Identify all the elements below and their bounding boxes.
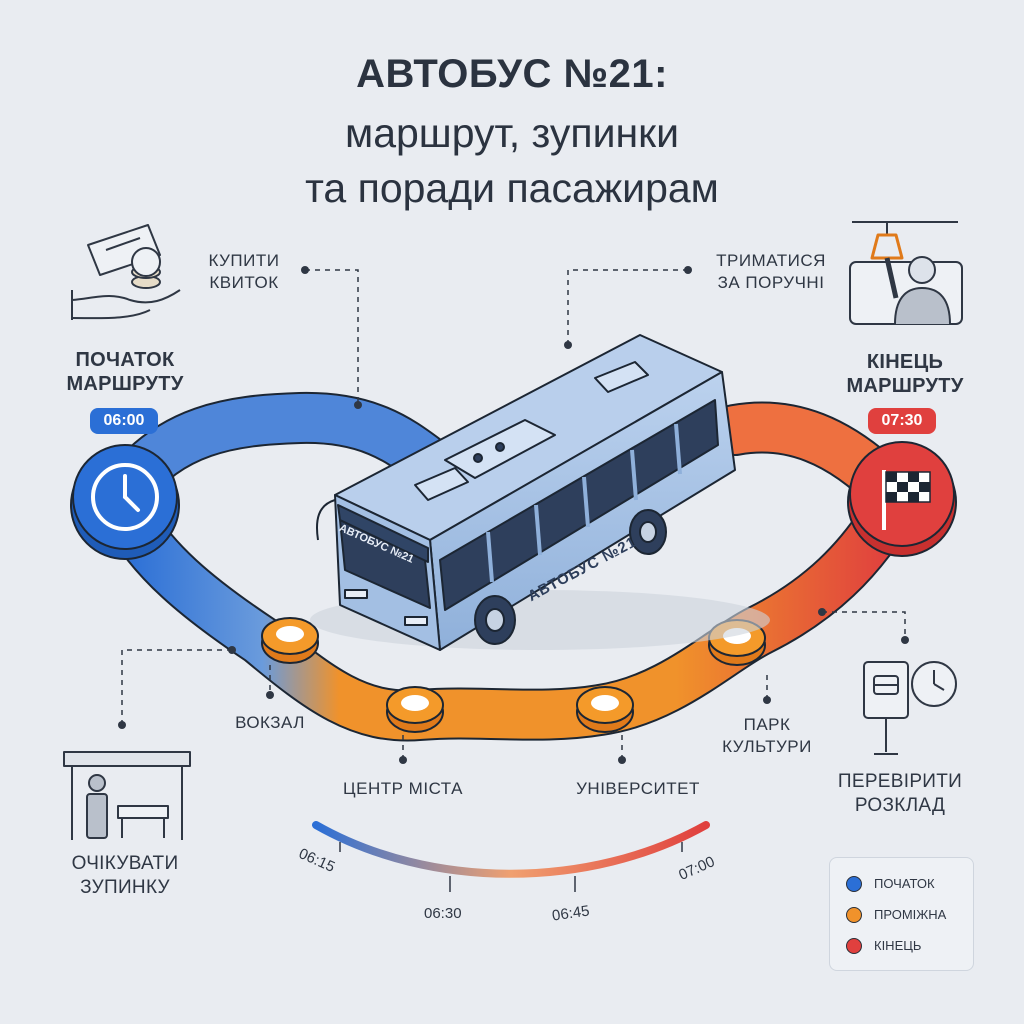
- stop-label-park: ПАРК КУЛЬТУРИ: [697, 714, 837, 758]
- legend-dot-middle: [846, 907, 862, 923]
- leader-dots: [118, 266, 909, 764]
- start-node[interactable]: [70, 444, 180, 560]
- clock-icon: [91, 463, 159, 531]
- ticket-payment-icon: [71, 224, 181, 320]
- legend-label-start: ПОЧАТОК: [874, 876, 935, 891]
- stop-label-park-line1: ПАРК: [743, 715, 791, 734]
- legend: ПОЧАТОК ПРОМІЖНА КІНЕЦЬ: [829, 857, 974, 971]
- tip-buy-ticket-line2: КВИТОК: [209, 273, 279, 292]
- end-label-line2: МАРШРУТУ: [846, 375, 964, 397]
- timeline-tick-0630: 06:30: [424, 905, 462, 922]
- stop-label-vokzal-line1: ВОКЗАЛ: [235, 713, 305, 732]
- title-subtitle-line1: маршрут, зупинки: [345, 110, 679, 156]
- tip-check-schedule-line2: РОЗКЛАД: [854, 795, 946, 816]
- start-label-line1: ПОЧАТОК: [75, 349, 175, 371]
- tip-check-schedule-line1: ПЕРЕВІРИТИ: [837, 771, 963, 792]
- tip-hold-handrail: ТРИМАТИСЯ ЗА ПОРУЧНІ: [696, 250, 846, 294]
- stop-label-university-line1: УНІВЕРСИТЕТ: [576, 779, 700, 798]
- tip-buy-ticket-line1: КУПИТИ: [208, 251, 280, 270]
- tip-wait-stop-line1: ОЧІКУВАТИ: [71, 853, 179, 874]
- stop-label-vokzal: ВОКЗАЛ: [210, 712, 330, 734]
- stop-label-center: ЦЕНТР МІСТА: [303, 778, 503, 800]
- timeline: [312, 821, 710, 892]
- stop-marker-university[interactable]: [576, 686, 634, 733]
- legend-label-middle: ПРОМІЖНА: [874, 907, 947, 922]
- tip-check-schedule: ПЕРЕВІРИТИ РОЗКЛАД: [815, 770, 985, 818]
- stop-label-center-line1: ЦЕНТР МІСТА: [343, 779, 463, 798]
- bus-shelter-icon: [63, 751, 191, 840]
- tip-wait-stop: ОЧІКУВАТИ ЗУПИНКУ: [40, 852, 210, 900]
- end-node[interactable]: [847, 441, 957, 557]
- stop-marker-center[interactable]: [386, 686, 444, 733]
- stop-marker-vokzal[interactable]: [261, 617, 319, 664]
- start-label: ПОЧАТОК МАРШРУТУ: [40, 348, 210, 396]
- timeline-arc: [312, 821, 710, 878]
- tip-buy-ticket: КУПИТИ КВИТОК: [184, 250, 304, 294]
- end-label-line1: КІНЕЦЬ: [866, 351, 944, 373]
- start-label-line2: МАРШРУТУ: [66, 373, 184, 395]
- route-band: [99, 391, 916, 742]
- legend-label-end: КІНЕЦЬ: [874, 938, 922, 953]
- stop-label-park-line2: КУЛЬТУРИ: [722, 737, 812, 756]
- legend-dot-end: [846, 938, 862, 954]
- tip-hold-handrail-line1: ТРИМАТИСЯ: [716, 251, 826, 270]
- stop-label-university: УНІВЕРСИТЕТ: [538, 778, 738, 800]
- end-label: КІНЕЦЬ МАРШРУТУ: [820, 350, 990, 398]
- start-time-badge: 06:00: [90, 408, 158, 434]
- leader-lines: [121, 269, 906, 760]
- title-subtitle-line2: та поради пасажирам: [305, 165, 719, 211]
- bus-stop-schedule-icon: [863, 661, 957, 755]
- end-time-badge: 07:30: [868, 408, 936, 434]
- tip-wait-stop-line2: ЗУПИНКУ: [80, 877, 170, 898]
- passenger-handrail-icon: [849, 221, 963, 325]
- checkered-flag-icon: [882, 470, 931, 530]
- legend-dot-start: [846, 876, 862, 892]
- tip-hold-handrail-line2: ЗА ПОРУЧНІ: [717, 273, 825, 292]
- bus-illustration: [310, 334, 770, 651]
- title-main: АВТОБУС №21:: [356, 52, 668, 96]
